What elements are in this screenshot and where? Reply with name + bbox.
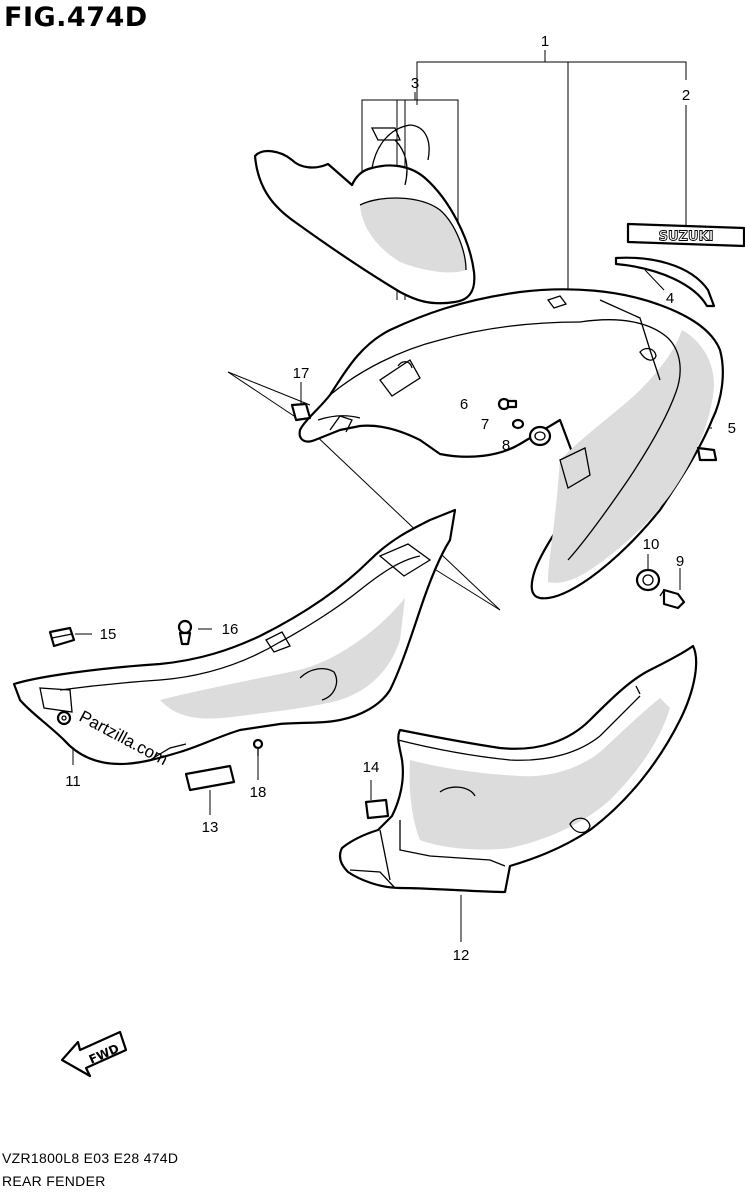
part-pad-14: [364, 798, 390, 820]
part-rear-fender: [298, 288, 724, 600]
fwd-arrow-icon: FWD: [60, 1030, 128, 1078]
part-side-cover-right: [338, 644, 698, 894]
part-cushion-17: [290, 402, 312, 422]
part-grommet-10: [635, 568, 661, 592]
callout-2: 2: [682, 87, 690, 104]
callout-1: 1: [541, 33, 549, 50]
callout-14: 14: [363, 759, 380, 776]
callout-4: 4: [666, 290, 674, 307]
part-nut-clip: [696, 446, 718, 462]
part-side-cover-left: [12, 508, 457, 766]
section-name: REAR FENDER: [2, 1173, 106, 1189]
part-screw-18: [252, 738, 264, 756]
callout-12: 12: [453, 947, 470, 964]
callout-9: 9: [676, 553, 684, 570]
part-washer-7: [511, 418, 525, 430]
figure-title: FIG.474D: [4, 2, 148, 33]
part-bolt-6: [497, 397, 518, 411]
part-screw-11: [56, 710, 72, 726]
part-grommet-8: [528, 425, 552, 447]
model-code: VZR1800L8 E03 E28 474D: [2, 1150, 179, 1166]
callout-13: 13: [202, 819, 219, 836]
callout-10: 10: [643, 536, 660, 553]
callout-18: 18: [250, 784, 267, 801]
callout-16: 16: [222, 621, 239, 638]
part-bolt-9: [659, 588, 686, 610]
suzuki-emblem-text: SUZUKI: [659, 230, 714, 245]
part-suzuki-emblem: SUZUKI: [626, 222, 745, 248]
callout-3: 3: [411, 75, 419, 92]
callout-17: 17: [293, 365, 310, 382]
callout-15: 15: [100, 626, 117, 643]
part-rear-cowl: [253, 124, 476, 305]
callout-7: 7: [481, 416, 489, 433]
part-pad-13: [184, 764, 236, 792]
callout-11: 11: [65, 773, 81, 790]
callout-5: 5: [728, 420, 736, 437]
callout-6: 6: [460, 396, 468, 413]
part-trim-strip: [614, 256, 716, 308]
part-clip-16: [177, 619, 193, 646]
part-grommet-15: [48, 626, 76, 648]
callout-8: 8: [502, 437, 510, 454]
callout-labels: 1 2 3 4 5 6 7 8 9 10 11 12 13 14 15 16 1…: [65, 33, 736, 964]
